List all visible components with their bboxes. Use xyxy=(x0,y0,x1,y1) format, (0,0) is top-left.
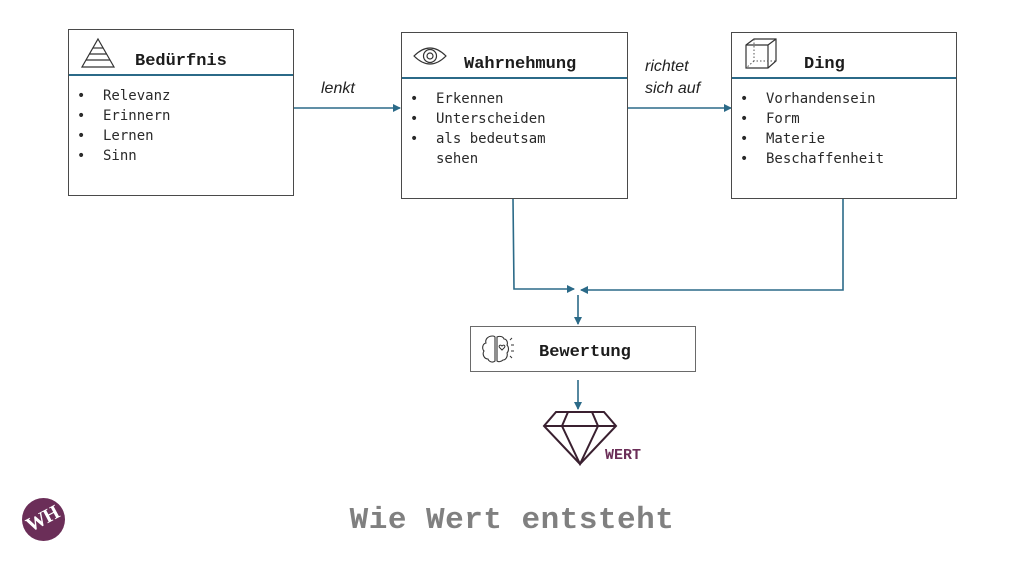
box-title: Ding xyxy=(804,55,845,74)
box-title: Wahrnehmung xyxy=(464,55,577,74)
pyramid-icon xyxy=(80,37,116,68)
diamond-icon xyxy=(542,411,618,466)
box-item-list: •Vorhandensein •Form •Materie •Beschaffe… xyxy=(740,89,884,169)
list-item: •als bedeutsam xyxy=(410,131,546,147)
box-header: Wahrnehmung xyxy=(402,33,627,79)
list-item: •Materie xyxy=(740,131,826,147)
cube-icon xyxy=(745,38,777,69)
brain-heart-icon xyxy=(482,335,514,363)
box-title: Bedürfnis xyxy=(135,52,227,71)
box-bewertung: Bewertung xyxy=(470,326,696,372)
logo: WH xyxy=(22,498,65,541)
list-item: •Form xyxy=(740,111,800,127)
box-header: Bedürfnis xyxy=(69,30,293,76)
list-item: •Erinnern xyxy=(77,108,171,124)
box-beduerfnis: Bedürfnis •Relevanz •Erinnern •Lernen •S… xyxy=(68,29,294,196)
list-item: •Sinn xyxy=(77,148,137,164)
edge-label-lenkt: lenkt xyxy=(321,80,355,97)
list-item: •Beschaffenheit xyxy=(740,151,885,167)
list-item-continuation: sehen xyxy=(436,151,479,167)
box-ding: Ding •Vorhandensein •Form •Materie •Besc… xyxy=(731,32,957,199)
list-item: •Unterscheiden xyxy=(410,111,546,127)
edge-label-richtet-line2: sich auf xyxy=(645,80,701,97)
edge-label-richtet-line1: richtet xyxy=(645,58,689,75)
page-title: Wie Wert entsteht xyxy=(349,503,675,538)
box-header: Ding xyxy=(732,33,956,79)
result-label: WERT xyxy=(605,447,642,464)
arrow-wahrnehmung-to-bewertung xyxy=(512,198,575,293)
box-item-list: •Erkennen •Unterscheiden •als bedeutsam … xyxy=(410,89,546,169)
list-item: •Vorhandensein xyxy=(740,91,876,107)
box-wahrnehmung: Wahrnehmung •Erkennen •Unterscheiden •al… xyxy=(401,32,628,199)
list-item: •Relevanz xyxy=(77,88,171,104)
list-item: •Lernen xyxy=(77,128,154,144)
box-title: Bewertung xyxy=(539,343,631,362)
eye-icon xyxy=(413,47,447,65)
arrow-ding-to-bewertung xyxy=(580,199,844,294)
list-item: •Erkennen xyxy=(410,91,504,107)
box-item-list: •Relevanz •Erinnern •Lernen •Sinn xyxy=(77,86,170,166)
